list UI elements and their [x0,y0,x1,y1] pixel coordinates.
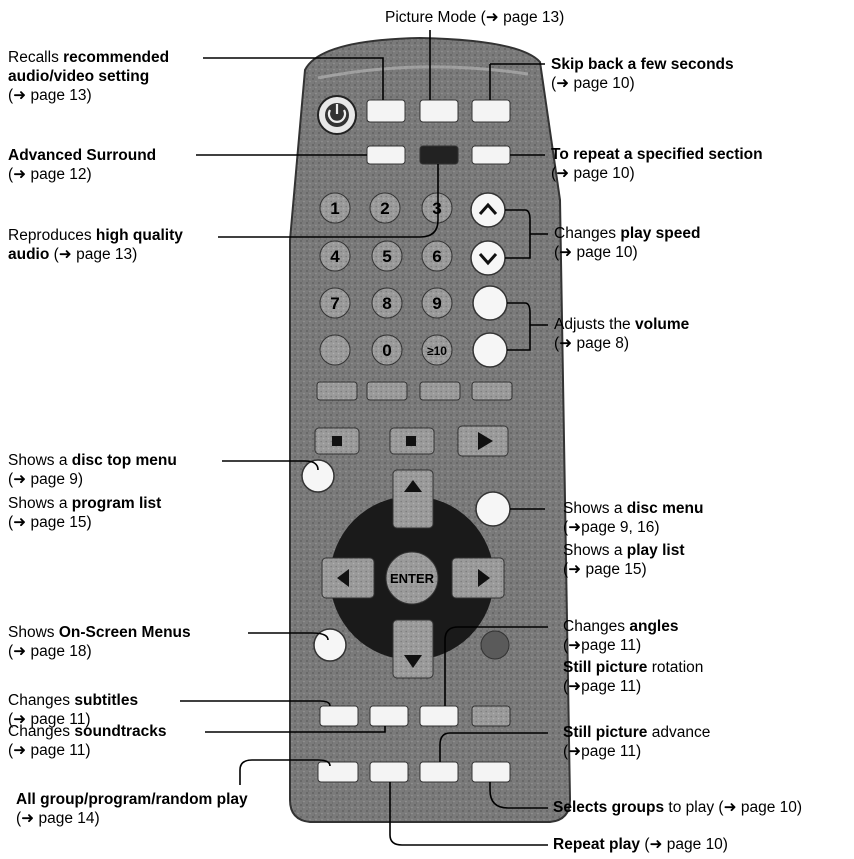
label-volume: Adjusts the volume (➜ page 8) [554,315,689,353]
number-label: 8 [382,294,391,313]
number-button-3: 3 [422,193,452,223]
label-still-advance: Still picture advance (➜page 11) [563,723,710,761]
stop-button [315,428,359,454]
label-play-list: Shows a play list (➜ page 15) [563,541,684,579]
speed-up-button [471,193,505,227]
label-disc-top-menu: Shows a disc top menu (➜ page 9) [8,451,177,489]
play-button [458,426,508,456]
number-label: 7 [330,294,339,313]
label-advanced-surround: Advanced Surround (➜ page 12) [8,146,156,184]
play-mode-button [318,762,358,782]
label-skip-back: Skip back a few seconds (➜ page 10) [551,55,734,93]
number-label: 3 [432,199,441,218]
label-repeat-play: Repeat play (➜ page 10) [553,835,728,854]
number-button-5: 5 [372,241,402,271]
volume-down-button [473,333,507,367]
qp-button [472,706,510,726]
group-button [472,762,510,782]
enter-label: ENTER [390,571,435,586]
number-button-10: ≥10 [422,335,452,365]
label-angles: Changes angles (➜page 11) [563,617,678,655]
number-label: 2 [380,199,389,218]
number-label: 0 [382,341,391,360]
number-label: 1 [330,199,339,218]
pause-button [390,428,434,454]
number-label: 9 [432,294,441,313]
number-button-2: 2 [370,193,400,223]
audio-button [370,706,408,726]
skip-next-button [367,382,407,400]
volume-up-button [473,286,507,320]
label-program-list: Shows a program list (➜ page 15) [8,494,161,532]
skip-back-button [472,100,510,122]
advanced-surround-button [367,146,405,164]
sound-enhancement-button [420,146,458,164]
subtitle-button [320,706,358,726]
slow-search-back-button [420,382,460,400]
label-picture-mode: Picture Mode (➜ page 13) [385,8,564,27]
speed-down-button [471,241,505,275]
nav-up-button [393,470,433,528]
label-repeat-section: To repeat a specified section (➜ page 10… [551,145,763,183]
top-menu-button [302,460,334,492]
repeat-button [370,762,408,782]
menu-button [476,492,510,526]
number-label: 4 [330,247,340,266]
label-selects-groups: Selects groups to play (➜ page 10) [553,798,802,817]
label-soundtracks: Changes soundtracks (➜ page 11) [8,722,167,760]
number-label: 5 [382,247,391,266]
picture-mode-button [420,100,458,122]
label-high-quality-audio: Reproduces high quality audio (➜ page 13… [8,226,183,264]
power-button [318,96,356,134]
number-button-0: 0 [372,335,402,365]
return-button [481,631,509,659]
a-b-repeat-button [472,146,510,164]
label-disc-menu: Shows a disc menu (➜page 9, 16) [563,499,703,537]
label-on-screen-menus: Shows On-Screen Menus (➜ page 18) [8,623,191,661]
number-button-7: 7 [320,288,350,318]
nav-down-button [393,620,433,678]
slow-search-forward-button [472,382,512,400]
number-label: ≥10 [427,344,447,358]
cancel-button [320,335,350,365]
label-still-rotation: Still picture rotation (➜page 11) [563,658,703,696]
number-button-9: 9 [422,288,452,318]
label-play-speed: Changes play speed (➜ page 10) [554,224,700,262]
av-enhancer-button [367,100,405,122]
angle-page-button [420,706,458,726]
number-button-6: 6 [422,241,452,271]
label-recalls: Recalls recommended audio/video setting … [8,48,169,105]
number-button-1: 1 [320,193,350,223]
label-all-group-play: All group/program/random play (➜ page 14… [16,790,248,828]
frame-advance-button [420,762,458,782]
number-button-4: 4 [320,241,350,271]
skip-previous-button [317,382,357,400]
number-button-8: 8 [372,288,402,318]
number-label: 6 [432,247,441,266]
